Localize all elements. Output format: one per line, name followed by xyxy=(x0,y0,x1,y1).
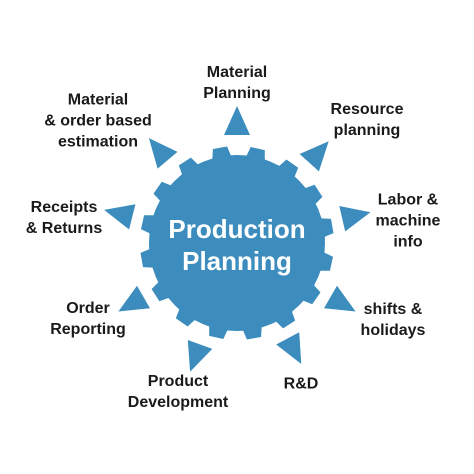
arrow-material-order-estimation xyxy=(148,138,178,169)
arrow-resource-planning xyxy=(299,141,329,172)
arrow-labor-machine-info xyxy=(339,206,371,232)
arrow-rd xyxy=(276,332,302,364)
center-title-line-2: Planning xyxy=(182,246,292,276)
arrow-order-reporting xyxy=(118,285,150,312)
label-material-order-estimation: Material & order based estimation xyxy=(44,91,152,151)
label-order-reporting: Order Reporting xyxy=(50,300,126,338)
label-product-development: Product Development xyxy=(127,373,229,411)
arrow-shifts-holidays xyxy=(324,285,356,312)
label-rd: R&D xyxy=(283,375,319,393)
label-shifts-holidays: shifts & holidays xyxy=(360,301,426,339)
arrow-material-planning xyxy=(224,106,250,135)
label-receipts-returns: Receipts & Returns xyxy=(25,199,103,237)
arrow-product-development xyxy=(187,340,213,372)
arrow-receipts-returns xyxy=(104,204,136,230)
spoke-arrows xyxy=(104,106,371,372)
gear-hub xyxy=(140,146,334,340)
center-title: Production Planning xyxy=(168,213,305,277)
label-labor-machine-info: Labor & machine info xyxy=(375,191,441,251)
label-material-planning: Material Planning xyxy=(203,64,271,102)
center-title-line-1: Production xyxy=(168,214,306,244)
label-resource-planning: Resource planning xyxy=(330,101,404,139)
